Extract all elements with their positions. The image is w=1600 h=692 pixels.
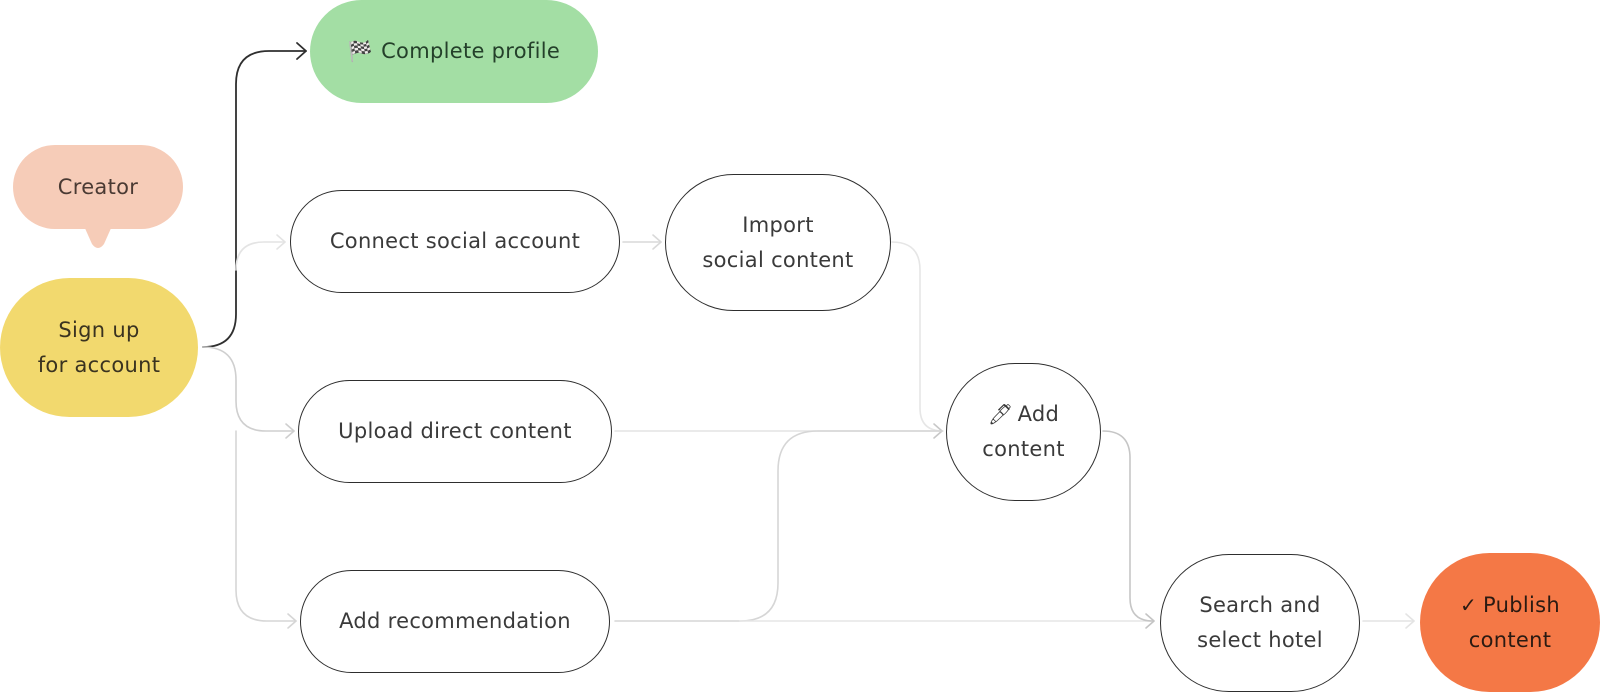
- edge-import-to-add-content: [891, 241, 944, 432]
- upload-direct-content-node[interactable]: Upload direct content: [298, 380, 612, 483]
- publish-content-node[interactable]: ✓Publish content: [1420, 553, 1600, 692]
- signup-node[interactable]: Sign up for account: [0, 278, 198, 417]
- upload-direct-label: Upload direct content: [338, 419, 572, 443]
- publish-line1-wrap: ✓Publish: [1460, 588, 1560, 623]
- creator-role-tag: Creator: [13, 145, 183, 229]
- add-recommendation-label: Add recommendation: [339, 609, 571, 633]
- signup-label-line1: Sign up: [58, 317, 140, 342]
- add-content-line1-wrap: 🖊Add: [988, 397, 1059, 432]
- add-content-node[interactable]: 🖊Add content: [946, 363, 1101, 501]
- add-recommendation-node[interactable]: Add recommendation: [300, 570, 610, 673]
- edge-recommendation-to-add-content: [614, 430, 943, 622]
- connect-social-account-node[interactable]: Connect social account: [290, 190, 620, 293]
- checkered-flag-icon: 🏁: [347, 39, 374, 63]
- arrowhead-recommendation: [287, 613, 297, 629]
- checkmark-icon: ✓: [1459, 592, 1478, 617]
- arrowhead-publish: [1405, 613, 1415, 629]
- publish-label-line2: content: [1468, 627, 1552, 652]
- import-social-content-node[interactable]: Import social content: [665, 174, 891, 311]
- pen-icon: 🖊: [987, 402, 1014, 426]
- edge-signup-to-complete-profile: [202, 50, 307, 348]
- edge-signup-to-recommendation: [235, 430, 297, 622]
- publish-label-line1: Publish: [1483, 592, 1561, 617]
- arrowhead-import: [652, 234, 662, 250]
- arrowhead-complete-profile: [296, 42, 307, 60]
- add-content-label-line1: Add: [1017, 402, 1060, 426]
- search-select-hotel-node[interactable]: Search and select hotel: [1160, 554, 1360, 692]
- complete-profile-label: Complete profile: [381, 39, 561, 63]
- edge-signup-to-connect-social: [235, 241, 286, 271]
- creator-tag-pointer: [84, 226, 112, 248]
- add-content-label-line2: content: [982, 437, 1065, 461]
- search-hotel-label-line2: select hotel: [1197, 628, 1323, 652]
- arrowhead-upload: [285, 423, 295, 439]
- signup-label-line2: for account: [37, 352, 161, 377]
- edge-add-content-to-search-hotel: [1102, 430, 1154, 622]
- arrowhead-search-hotel: [1145, 613, 1155, 629]
- edge-signup-to-upload: [202, 346, 295, 432]
- arrowhead-connect-social: [276, 234, 286, 250]
- search-hotel-label-line1: Search and: [1199, 593, 1321, 617]
- import-social-label-line2: social content: [702, 247, 854, 272]
- complete-profile-node[interactable]: 🏁 Complete profile: [310, 0, 598, 103]
- import-social-label-line1: Import: [742, 212, 814, 237]
- connect-social-label: Connect social account: [329, 229, 581, 253]
- creator-tag-label: Creator: [57, 174, 139, 199]
